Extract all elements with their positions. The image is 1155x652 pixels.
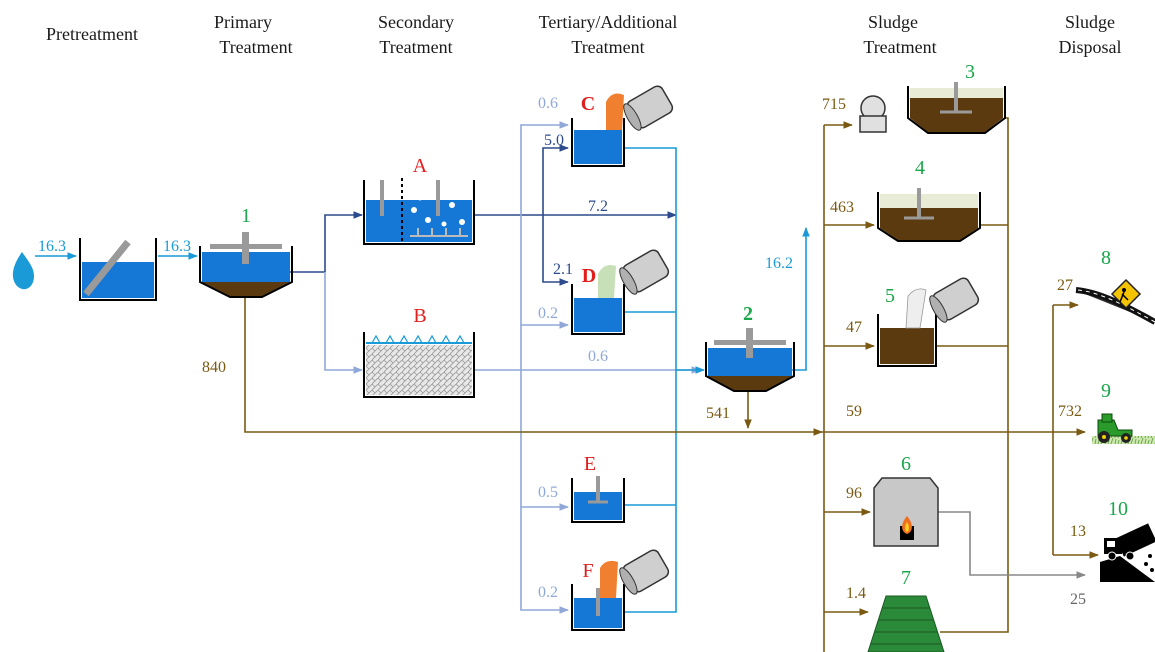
aeration-tank-icon	[363, 178, 475, 245]
value-b-out: 0.6	[588, 348, 608, 365]
value-secondary-sludge: 541	[706, 405, 730, 422]
value-to-landfill: 13	[1070, 523, 1086, 540]
agriculture-tractor-icon	[1092, 413, 1155, 444]
screen-tank-icon	[79, 238, 157, 301]
header-sludge-treatment-line1: Sludge	[868, 12, 918, 32]
label-process-f: F	[582, 560, 593, 582]
value-to-conditioning: 47	[846, 319, 862, 336]
value-ash: 25	[1070, 591, 1086, 608]
label-road: 8	[1101, 247, 1111, 269]
label-landfill: 10	[1108, 498, 1128, 520]
flow-values: 16.3 16.3 840 0.6 5.0 7.2 2.1 0.2 0.6 0.…	[38, 95, 1086, 608]
header-pretreatment: Pretreatment	[46, 24, 138, 44]
label-drying-bed: 7	[901, 567, 911, 589]
label-process-a: A	[413, 155, 428, 177]
value-f-in: 0.2	[538, 584, 558, 601]
water-drop-icon	[12, 252, 34, 290]
unit-labels: 1 2 3 4 5 6 7 8 9 10 A B C D E F	[241, 61, 1128, 589]
thickener-icon	[859, 82, 1006, 134]
label-secondary-clarifier: 2	[743, 303, 753, 325]
chemical-tank-c-icon	[571, 85, 674, 167]
to-e-light-arrow	[520, 370, 569, 614]
value-to-agriculture: 732	[1058, 403, 1082, 420]
label-primary-clarifier: 1	[241, 205, 251, 227]
value-to-primary: 16.3	[163, 238, 191, 255]
landfill-truck-icon	[1100, 523, 1155, 582]
to-c-navy-arrow	[542, 144, 569, 215]
value-d-light: 0.2	[538, 305, 558, 322]
label-process-b: B	[413, 305, 426, 327]
value-to-road: 27	[1057, 277, 1073, 294]
digester-icon	[877, 188, 981, 242]
value-to-digester: 463	[830, 199, 854, 216]
primary-sludge-line	[244, 296, 823, 436]
value-direct: 59	[846, 403, 862, 420]
value-effluent: 16.2	[765, 255, 793, 272]
header-tertiary-line2: Treatment	[571, 37, 644, 57]
value-e-in: 0.5	[538, 484, 558, 501]
header-sludge-disposal-line2: Disposal	[1059, 37, 1122, 57]
header-sludge-treatment-line2: Treatment	[863, 37, 936, 57]
primary-clarifier-icon	[199, 232, 293, 298]
tertiary-light-manifold	[520, 121, 569, 370]
to-d-navy-arrow	[542, 215, 569, 286]
label-conditioning: 5	[885, 285, 895, 307]
value-c-dark: 5.0	[544, 132, 564, 149]
stage-headers: Pretreatment Primary Treatment Secondary…	[46, 12, 1121, 57]
header-secondary-line1: Secondary	[378, 12, 454, 32]
value-a-out: 7.2	[588, 198, 608, 215]
label-digester: 4	[915, 157, 925, 179]
value-to-incinerator: 96	[846, 485, 862, 502]
trickling-filter-icon	[363, 332, 475, 398]
header-tertiary-line1: Tertiary/Additional	[539, 12, 678, 32]
conditioning-tank-icon	[877, 277, 980, 367]
mixing-tank-e-icon	[571, 476, 625, 523]
label-thickener: 3	[965, 61, 975, 83]
header-primary-line1: Primary	[214, 12, 272, 32]
header-secondary-line2: Treatment	[379, 37, 452, 57]
value-primary-sludge: 840	[202, 359, 226, 376]
effluent-arrow	[792, 227, 810, 371]
header-sludge-disposal-line1: Sludge	[1065, 12, 1115, 32]
value-to-drying: 1.4	[846, 585, 866, 602]
flow-lines	[35, 117, 1099, 652]
label-process-c: C	[581, 93, 595, 115]
label-process-e: E	[584, 453, 596, 475]
value-inflow: 16.3	[38, 238, 66, 255]
value-to-thickener: 715	[822, 96, 846, 113]
incinerator-icon	[873, 477, 939, 547]
to-process-b-arrow	[324, 272, 363, 374]
chemical-tank-f-icon	[571, 549, 670, 631]
label-incinerator: 6	[901, 453, 911, 475]
label-agriculture: 9	[1101, 380, 1111, 402]
secondary-clarifier-icon	[705, 328, 795, 392]
value-c-light: 0.6	[538, 95, 558, 112]
road-construction-icon	[1075, 278, 1155, 325]
drying-bed-icon	[867, 595, 945, 652]
value-d-dark: 2.1	[553, 261, 573, 278]
sludge-collector	[940, 117, 1009, 633]
label-process-d: D	[582, 265, 596, 287]
c-out-line	[624, 147, 677, 613]
chemical-tank-d-icon	[571, 249, 670, 335]
to-process-a-arrow	[324, 211, 363, 272]
ash-arrow	[938, 511, 1086, 579]
header-primary-line2: Treatment	[219, 37, 292, 57]
